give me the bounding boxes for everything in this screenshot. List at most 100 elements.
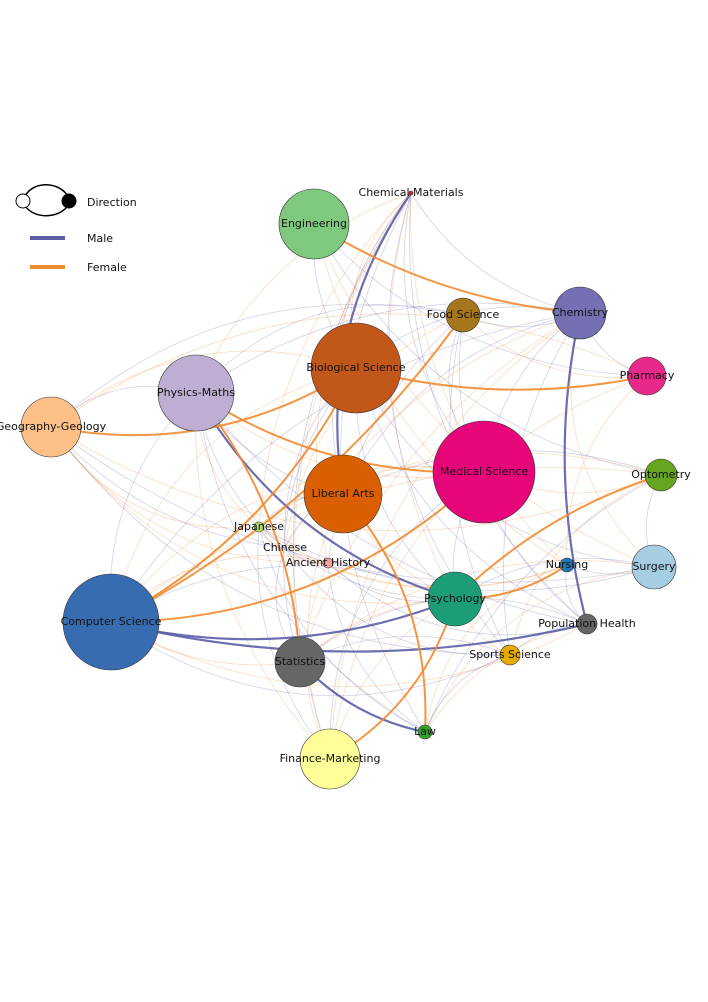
faint-edge — [110, 312, 581, 623]
node-circle-sports[interactable] — [499, 644, 521, 666]
node-circle-physmath[interactable] — [157, 354, 235, 432]
faint-edge — [462, 314, 648, 378]
node-stats[interactable]: Statistics — [274, 636, 326, 688]
faint-edge — [342, 312, 581, 495]
node-label-medsci: Medical Science — [440, 465, 529, 478]
node-circle-psych[interactable] — [427, 571, 483, 627]
node-label-engineering: Engineering — [281, 217, 347, 230]
faint-edge — [195, 192, 412, 394]
faint-edge — [50, 426, 511, 656]
faint-edge — [409, 192, 588, 625]
edge-cs-to-medsci — [110, 471, 485, 623]
faint-edge — [258, 192, 412, 528]
node-label-chemical: Chemical Materials — [359, 186, 464, 199]
node-circle-foodsci[interactable] — [445, 297, 481, 333]
node-physmath[interactable]: Physics-Maths — [157, 354, 235, 432]
faint-edge — [313, 223, 568, 566]
node-circle-biosci[interactable] — [310, 322, 402, 414]
node-label-psych: Psychology — [424, 592, 486, 605]
node-circle-japanese[interactable] — [253, 521, 265, 533]
node-circle-geo[interactable] — [20, 396, 82, 458]
node-circle-stats[interactable] — [274, 636, 326, 688]
node-chemical[interactable]: Chemical Materials — [359, 186, 464, 199]
node-circle-nursing[interactable] — [559, 557, 575, 573]
node-cs[interactable]: Computer Science — [61, 573, 162, 671]
node-japanese[interactable]: Japanese — [233, 520, 284, 533]
node-circle-law[interactable] — [417, 724, 433, 740]
faint-edge — [195, 304, 464, 394]
node-ancient[interactable]: Ancient History — [286, 556, 371, 569]
faint-edge — [50, 303, 464, 428]
faint-edge — [257, 526, 331, 760]
node-surgery[interactable]: Surgery — [631, 544, 677, 590]
node-chinese[interactable]: Chinese — [263, 541, 307, 554]
edge-stats-to-physmath — [195, 392, 301, 663]
node-circle-medsci[interactable] — [432, 420, 536, 524]
node-label-surgery: Surgery — [632, 560, 676, 573]
faint-edge — [313, 223, 662, 476]
node-circle-chemistry[interactable] — [553, 286, 607, 340]
node-circle-pharmacy[interactable] — [627, 356, 667, 396]
node-label-geo: Geography-Geology — [0, 420, 107, 433]
node-circle-engineering[interactable] — [278, 188, 350, 260]
node-label-pharmacy: Pharmacy — [620, 369, 675, 382]
node-circle-liberal[interactable] — [303, 454, 383, 534]
edge-cs-to-pophealth — [110, 620, 588, 653]
node-foodsci[interactable]: Food Science — [427, 297, 500, 333]
node-label-ancient: Ancient History — [286, 556, 371, 569]
node-finance[interactable]: Finance-Marketing — [280, 728, 381, 790]
faint-edge — [388, 192, 456, 600]
faint-edge — [424, 474, 662, 733]
faint-edge — [509, 474, 662, 656]
node-label-stats: Statistics — [275, 655, 326, 668]
node-biosci[interactable]: Biological Science — [306, 322, 406, 414]
legend-female-label: Female — [87, 261, 127, 274]
node-nursing[interactable]: Nursing — [546, 557, 588, 573]
node-engineering[interactable]: Engineering — [278, 188, 350, 260]
node-chemistry[interactable]: Chemistry — [552, 286, 609, 340]
node-geo[interactable]: Geography-Geology — [0, 396, 107, 458]
node-medsci[interactable]: Medical Science — [432, 420, 536, 524]
direction-source-icon — [15, 193, 31, 209]
node-liberal[interactable]: Liberal Arts — [303, 454, 383, 534]
faint-edge — [50, 426, 286, 549]
node-optometry[interactable]: Optometry — [631, 458, 691, 492]
node-circle-finance[interactable] — [299, 728, 361, 790]
node-law[interactable]: Law — [414, 724, 436, 740]
faint-edge — [110, 466, 485, 623]
legend: Direction Male Female — [15, 184, 137, 274]
node-label-cs: Computer Science — [61, 615, 162, 628]
faint-edge — [293, 192, 412, 663]
direction-arc-icon-lower — [22, 201, 70, 217]
node-circle-cs[interactable] — [62, 573, 160, 671]
faint-edge — [424, 654, 511, 733]
node-pharmacy[interactable]: Pharmacy — [620, 356, 675, 396]
node-label-nursing: Nursing — [546, 558, 588, 571]
node-label-biosci: Biological Science — [306, 361, 405, 374]
node-circle-pophealth[interactable] — [576, 613, 598, 635]
faint-edge — [566, 375, 648, 566]
node-circle-optometry[interactable] — [644, 458, 678, 492]
faint-edge — [284, 547, 511, 656]
faint-edge — [410, 192, 568, 566]
edge-engineering-to-chemistry — [313, 223, 581, 314]
node-circle-chemical[interactable] — [408, 190, 414, 196]
edge-cs-to-biosci — [110, 367, 357, 623]
node-label-japanese: Japanese — [233, 520, 284, 533]
edge-chemistry-to-pophealth — [563, 312, 589, 625]
faint-edge — [50, 426, 655, 583]
node-sports[interactable]: Sports Science — [469, 644, 551, 666]
faint-edge — [329, 375, 648, 760]
faint-edge — [284, 547, 568, 589]
faint-edge — [313, 223, 655, 568]
node-circle-ancient[interactable] — [322, 557, 334, 569]
node-pophealth[interactable]: Population Health — [538, 613, 636, 635]
faint-edge — [299, 312, 581, 663]
node-label-sports: Sports Science — [469, 648, 551, 661]
node-label-law: Law — [414, 725, 436, 738]
node-psych[interactable]: Psychology — [424, 571, 486, 627]
node-label-liberal: Liberal Arts — [312, 487, 375, 500]
node-label-optometry: Optometry — [631, 468, 691, 481]
node-circle-surgery[interactable] — [631, 544, 677, 590]
